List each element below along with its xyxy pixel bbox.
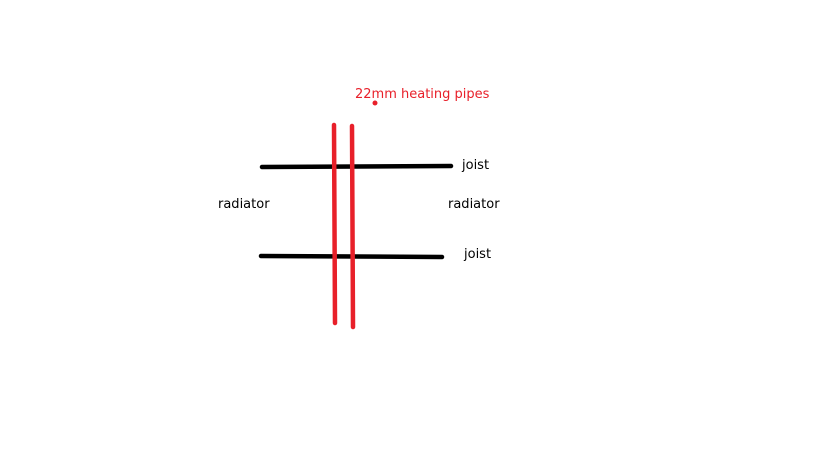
radiator-left-label: radiator [218,197,270,212]
joist-bottom-label: joist [464,247,492,262]
radiator-right-label: radiator [448,197,500,212]
pipe-left-line [331,122,338,326]
pipes-label-dot [372,100,378,106]
joist-top-label: joist [462,158,490,173]
heating-pipes-label: 22mm heating pipes [355,87,490,102]
pipe-right-line [349,123,356,330]
joist-top-line [259,163,454,170]
